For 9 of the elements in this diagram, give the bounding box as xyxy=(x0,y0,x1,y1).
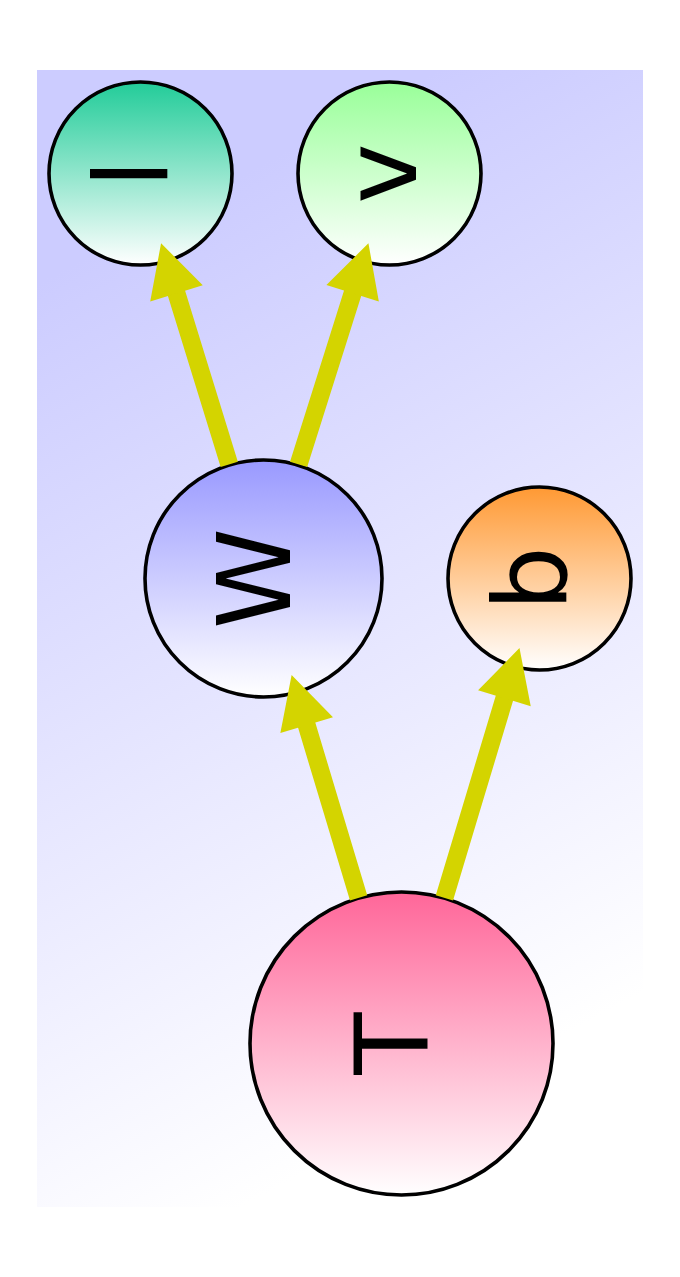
node-circle: T xyxy=(248,890,555,1197)
arrow xyxy=(150,243,238,467)
node-circle: W xyxy=(143,458,384,699)
node-circle: b xyxy=(446,485,633,672)
node-circle: l xyxy=(47,80,234,267)
arrow xyxy=(290,243,379,468)
arrow xyxy=(435,648,531,901)
arrow xyxy=(280,674,368,901)
node-circle: v xyxy=(296,80,483,267)
